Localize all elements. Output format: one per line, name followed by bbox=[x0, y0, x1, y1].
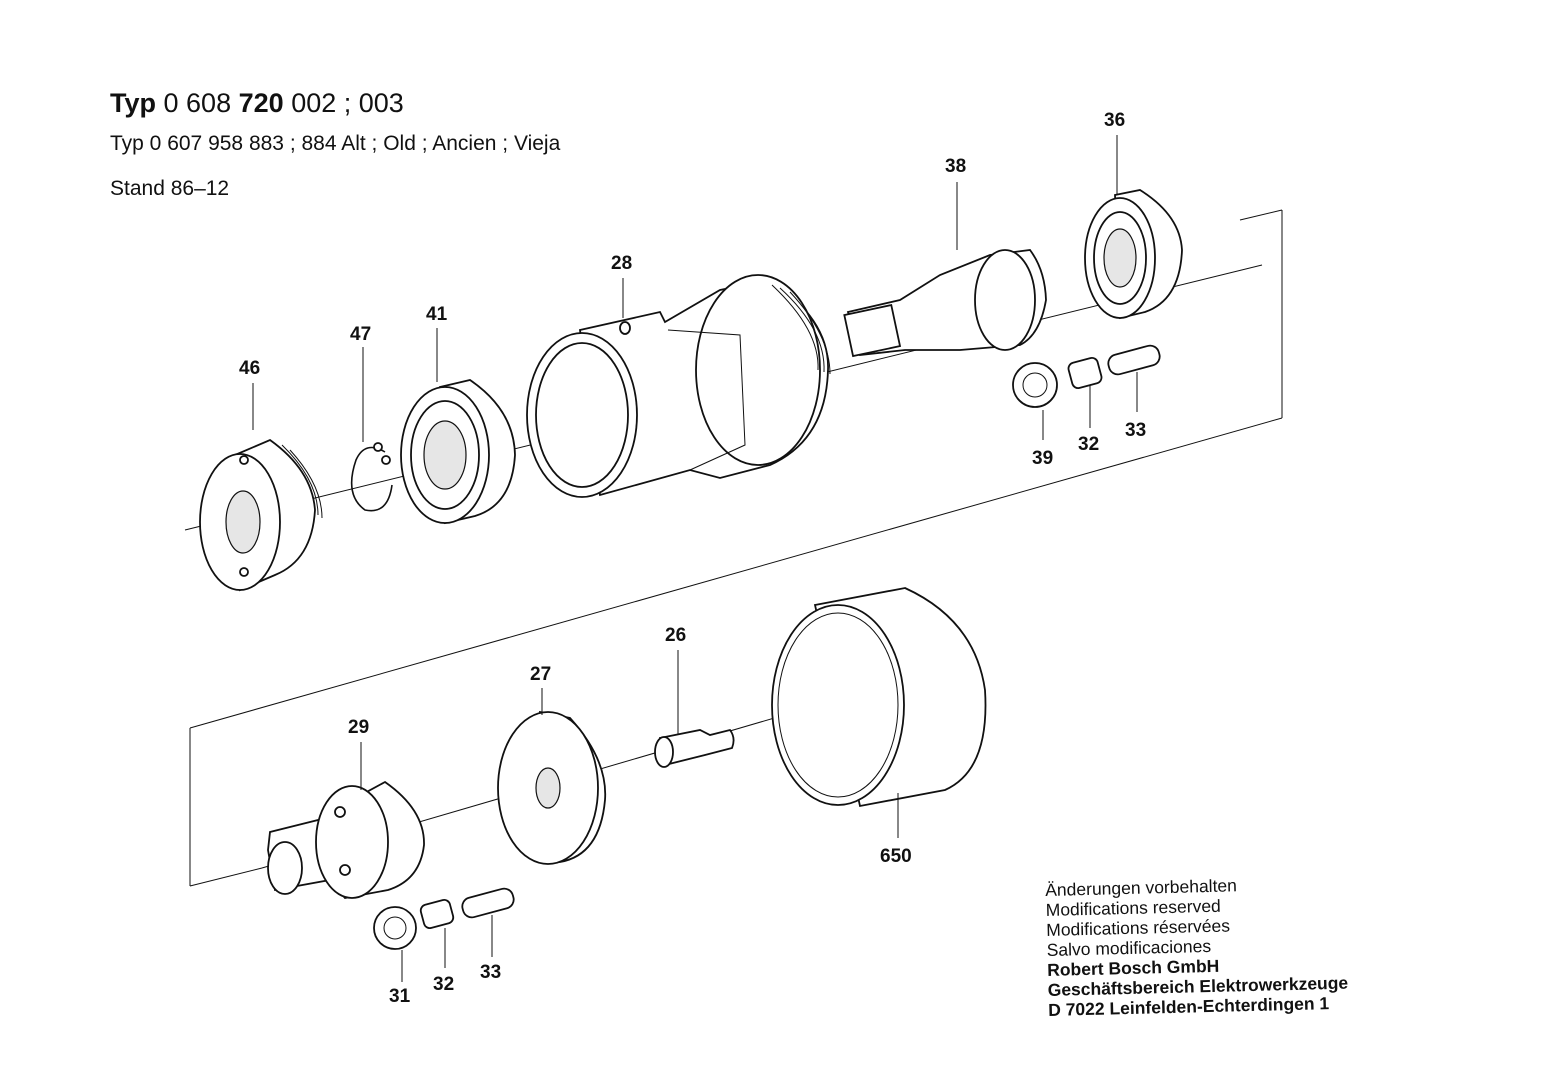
part-41-bearing bbox=[400, 379, 516, 525]
part-650-sleeve bbox=[771, 587, 987, 808]
type-number-bold: 720 bbox=[238, 88, 284, 118]
part-38-spindle bbox=[843, 249, 1047, 358]
part-33-pin-lower bbox=[461, 887, 515, 919]
label-33-lower: 33 bbox=[480, 962, 501, 983]
label-38: 38 bbox=[945, 156, 966, 177]
label-27: 27 bbox=[530, 664, 551, 685]
type-number: 0 608 bbox=[163, 88, 232, 118]
old-type-line: Typ 0 607 958 883 ; 884 Alt ; Old ; Anci… bbox=[110, 132, 561, 155]
type-word: Typ bbox=[110, 88, 156, 118]
part-33-pin-upper bbox=[1107, 344, 1161, 376]
part-26-pinion-shaft bbox=[654, 728, 735, 768]
part-27-disc bbox=[497, 710, 607, 865]
stand-line: Stand 86–12 bbox=[110, 177, 230, 200]
label-36: 36 bbox=[1104, 110, 1125, 131]
part-32-gear-upper bbox=[1067, 357, 1103, 389]
part-39-gear-upper bbox=[1012, 362, 1058, 408]
label-650: 650 bbox=[880, 846, 912, 867]
label-39: 39 bbox=[1032, 448, 1053, 469]
label-28: 28 bbox=[611, 253, 632, 274]
part-36-bearing bbox=[1084, 189, 1183, 320]
part-29-planet-carrier bbox=[267, 780, 425, 899]
label-31: 31 bbox=[389, 986, 411, 1007]
part-46-threaded-ring bbox=[199, 438, 323, 592]
part-number-labels: 46 47 41 28 38 36 39 32 33 29 27 26 650 … bbox=[239, 110, 1146, 1007]
part-28-housing bbox=[526, 274, 831, 498]
label-26: 26 bbox=[665, 625, 686, 646]
part-31-gear-lower bbox=[373, 906, 417, 950]
part-32-gear-lower bbox=[419, 898, 455, 930]
type-title: Typ 0 608 720 002 ; 003 bbox=[110, 88, 404, 119]
type-variants: 002 ; 003 bbox=[291, 88, 404, 118]
label-32-upper: 32 bbox=[1078, 434, 1099, 455]
label-33-upper: 33 bbox=[1125, 420, 1146, 441]
leader-lines bbox=[252, 135, 1138, 982]
label-41: 41 bbox=[426, 304, 448, 325]
label-29: 29 bbox=[348, 717, 369, 738]
label-32-lower: 32 bbox=[433, 974, 454, 995]
part-47-circlip bbox=[350, 442, 393, 512]
footer-notice: Änderungen vorbehalten Modifications res… bbox=[1045, 873, 1349, 1020]
label-47: 47 bbox=[350, 324, 371, 345]
label-46: 46 bbox=[239, 358, 260, 379]
